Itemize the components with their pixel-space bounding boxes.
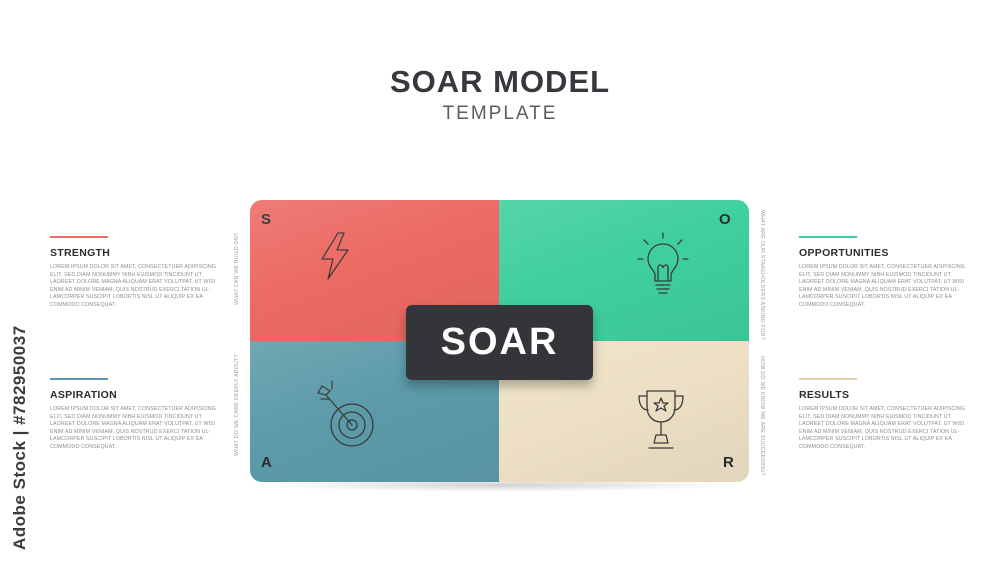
aspiration-heading: ASPIRATION (50, 389, 117, 401)
results-accent-rule (799, 378, 857, 380)
results-block: RESULTS LOREM IPSUM DOLOR SIT AMET, CONS… (799, 378, 975, 452)
strength-heading: STRENGTH (50, 247, 111, 259)
strength-body: LOREM IPSUM DOLOR SIT AMET, CONSECTETUER… (50, 264, 216, 308)
target-dart-icon (312, 375, 384, 460)
strength-caption: WHAT CAN WE BUILD ON? (234, 232, 240, 305)
opportunities-caption: WHAT ARE OUR STAKEHOLDERS ASKING FOR? (759, 210, 765, 340)
results-letter: R (723, 454, 734, 471)
lightning-bolt-icon (314, 230, 356, 287)
results-caption: HOW DO WE KNOW WE ARE SUCCEEDING? (759, 356, 765, 476)
aspiration-block: ASPIRATION LOREM IPSUM DOLOR SIT AMET, C… (50, 378, 226, 452)
results-heading: RESULTS (799, 389, 850, 401)
center-soar-text: SOAR (440, 321, 559, 363)
strength-letter: S (261, 211, 272, 228)
trophy-icon (634, 385, 688, 460)
opportunities-accent-rule (799, 236, 857, 238)
results-quadrant: R (499, 341, 749, 482)
aspiration-body: LOREM IPSUM DOLOR SIT AMET, CONSECTETUER… (50, 406, 216, 450)
strength-block: STRENGTH LOREM IPSUM DOLOR SIT AMET, CON… (50, 236, 226, 310)
light-bulb-icon (636, 230, 690, 307)
center-soar-label: SOAR (406, 305, 593, 380)
watermark-stamp: Adobe Stock | #782950037 (10, 325, 29, 550)
opportunities-block: OPPORTUNITIES LOREM IPSUM DOLOR SIT AMET… (799, 236, 975, 310)
opportunities-heading: OPPORTUNITIES (799, 247, 889, 259)
aspiration-caption: WHAT DO WE CARE DEEPLY ABOUT? (234, 354, 240, 456)
strength-accent-rule (50, 236, 108, 238)
aspiration-letter: A (261, 454, 272, 471)
opportunities-body: LOREM IPSUM DOLOR SIT AMET, CONSECTETUER… (799, 264, 965, 308)
page-subtitle: TEMPLATE (442, 103, 558, 124)
aspiration-accent-rule (50, 378, 108, 380)
page-title: SOAR MODEL (389, 64, 611, 99)
results-body: LOREM IPSUM DOLOR SIT AMET, CONSECTETUER… (799, 406, 965, 450)
opportunities-letter: O (719, 211, 731, 228)
